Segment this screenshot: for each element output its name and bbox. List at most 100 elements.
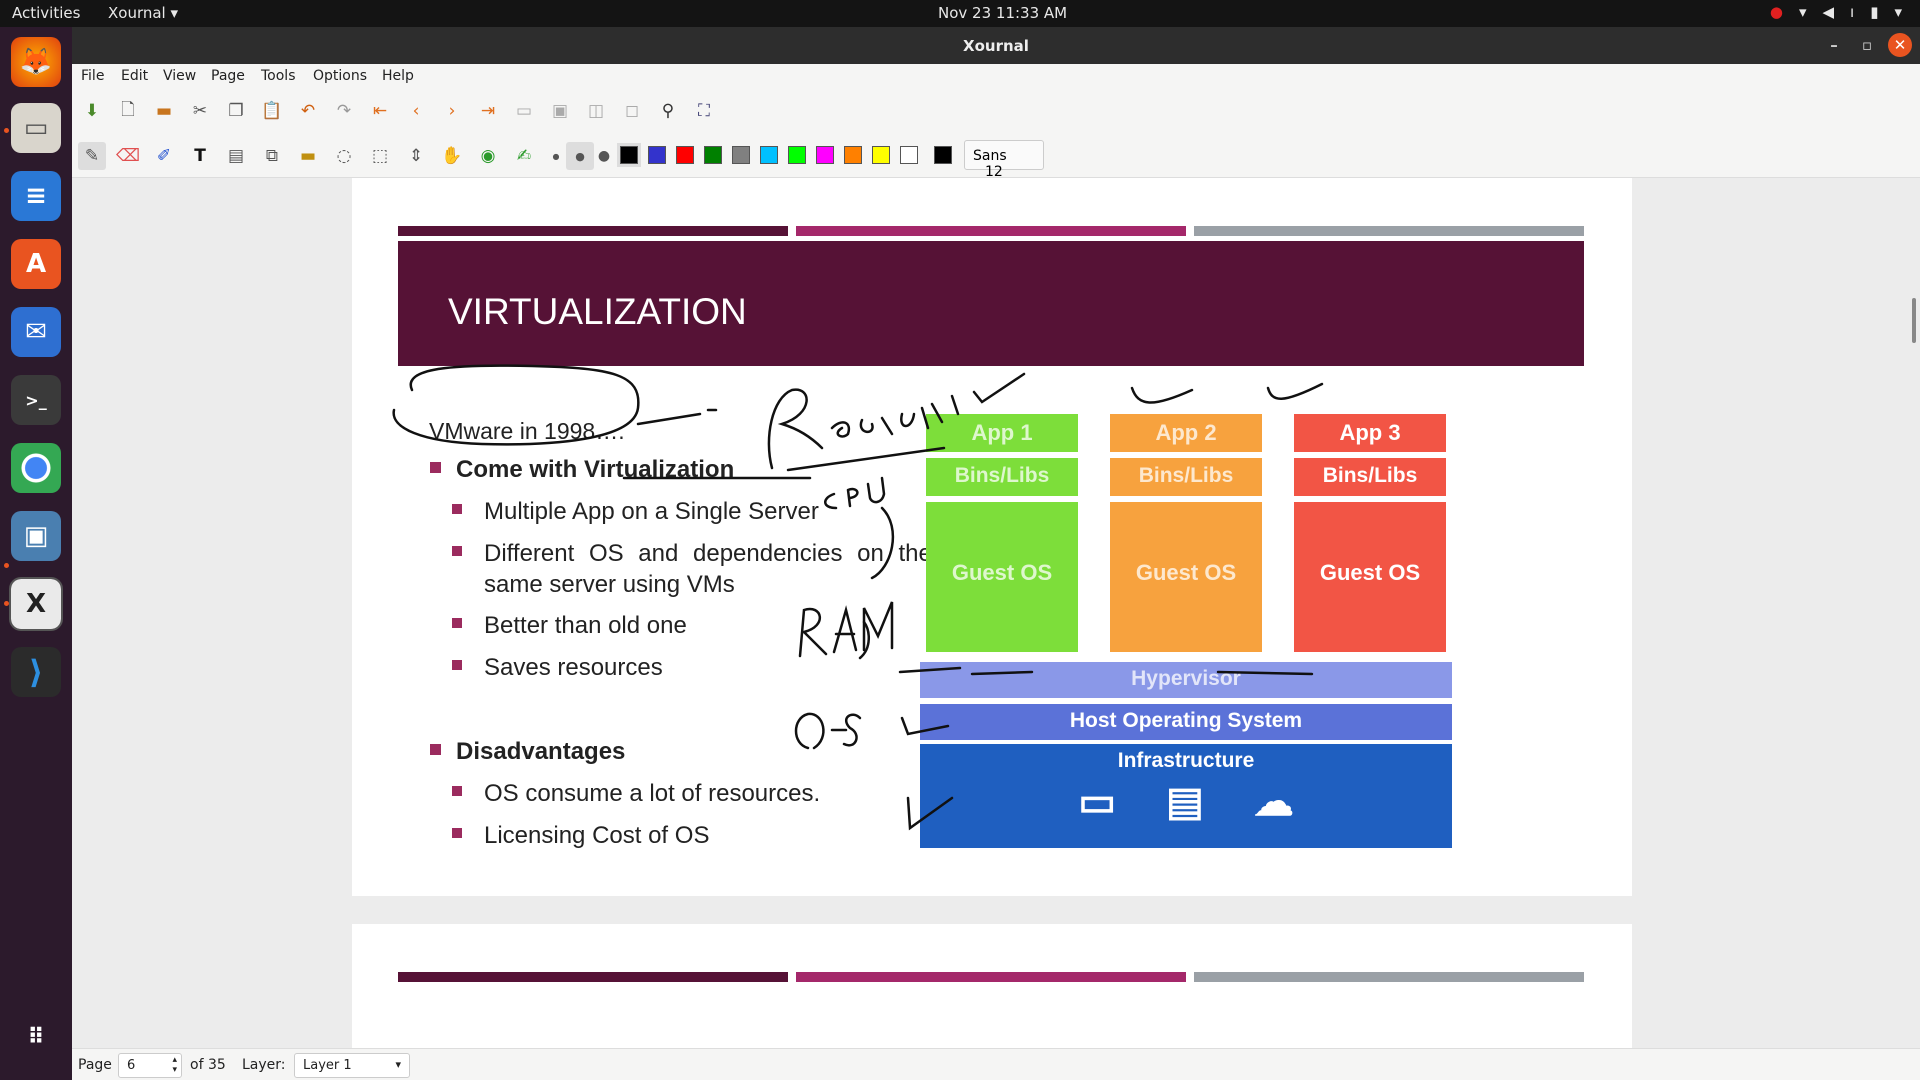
slide-title: VIRTUALIZATION	[448, 291, 747, 332]
color-red[interactable]	[676, 146, 694, 164]
close-icon[interactable]: ✕	[1888, 33, 1912, 57]
zoom-out-icon[interactable]: ▭	[515, 101, 533, 121]
ink-check-3	[1266, 382, 1324, 400]
cut-icon[interactable]: ✂	[192, 101, 208, 121]
xournal-icon[interactable]: X	[9, 577, 63, 631]
hand-tool-icon[interactable]: ✋	[441, 146, 463, 166]
new-document-icon[interactable]: 🗋	[121, 99, 135, 120]
app-menu[interactable]: Xournal ▾	[108, 4, 179, 22]
color-green[interactable]	[704, 146, 722, 164]
files-icon[interactable]: ▭	[11, 103, 61, 153]
color-orange[interactable]	[844, 146, 862, 164]
image-tool-icon[interactable]: ▤	[227, 146, 245, 166]
zoom-100-icon[interactable]: ◻	[624, 101, 640, 121]
system-tray[interactable]: ● ▾ ◀ ı ▮ ▾	[1770, 3, 1902, 21]
page[interactable]: VIRTUALIZATION VMware in 1998…. Come wit…	[352, 178, 1632, 896]
window-title: Xournal	[963, 37, 1029, 55]
menu-options[interactable]: Options	[313, 68, 368, 84]
menu-page[interactable]: Page	[211, 68, 245, 84]
save-icon[interactable]: ⬇	[84, 101, 100, 121]
menu-file[interactable]: File	[81, 68, 105, 84]
document-canvas[interactable]: VIRTUALIZATION VMware in 1998…. Come wit…	[72, 178, 1920, 1048]
color-black[interactable]	[617, 143, 641, 167]
bullet-icon	[430, 744, 441, 755]
terminal-icon[interactable]: >_	[11, 375, 61, 425]
default-tool-icon[interactable]: ◉	[480, 146, 496, 166]
previous-page-icon[interactable]: ‹	[412, 101, 420, 121]
default-pen-icon[interactable]: ✍	[516, 146, 532, 166]
highlighter-icon[interactable]: ✐	[156, 146, 172, 166]
pen-icon[interactable]: ✎	[78, 142, 106, 170]
undo-icon[interactable]: ↶	[300, 101, 316, 121]
paste-icon[interactable]: 📋	[261, 101, 283, 121]
ink-resources	[767, 388, 960, 470]
color-gray[interactable]	[732, 146, 750, 164]
text-tool-icon[interactable]: T	[194, 146, 206, 166]
thunderbird-icon[interactable]: ✉	[11, 307, 61, 357]
cloud-icon: ☁	[1253, 780, 1344, 824]
thin-line-icon[interactable]: ●	[552, 151, 560, 161]
chrome-icon[interactable]	[11, 443, 61, 493]
zoom-in-icon[interactable]: ◫	[587, 101, 605, 121]
fullscreen-icon[interactable]: ⛶	[698, 101, 710, 121]
color-yellow[interactable]	[872, 146, 890, 164]
maximize-icon[interactable]: ▫	[1861, 36, 1873, 54]
record-icon: ●	[1769, 3, 1783, 21]
menu-view[interactable]: View	[163, 68, 197, 84]
open-folder-icon[interactable]: ▬	[155, 101, 173, 121]
thick-line-icon[interactable]: ●	[597, 148, 611, 164]
color-magenta[interactable]	[816, 146, 834, 164]
color-blue[interactable]	[648, 146, 666, 164]
color-light-blue[interactable]	[760, 146, 778, 164]
firefox-icon[interactable]: 🦊	[11, 37, 61, 87]
last-page-icon[interactable]: ⇥	[480, 101, 496, 121]
search-icon[interactable]: ⚲	[661, 101, 675, 121]
writer-icon[interactable]: ≡	[11, 171, 61, 221]
ink-dash-1	[898, 666, 1034, 676]
layer-label: Layer:	[242, 1057, 286, 1073]
list-item: Licensing Cost of OS	[484, 822, 710, 849]
color-light-green[interactable]	[788, 146, 806, 164]
menu-tools[interactable]: Tools	[261, 68, 296, 84]
next-page-icon[interactable]: ›	[448, 101, 456, 121]
medium-line-icon[interactable]: ●	[566, 142, 594, 170]
shape-recognizer-icon[interactable]: ⧉	[265, 146, 279, 166]
spinner-icon: ▴▾	[172, 1055, 177, 1075]
vertical-scrollbar[interactable]	[1912, 298, 1916, 343]
bullet-icon	[452, 618, 462, 628]
menu-edit[interactable]: Edit	[121, 68, 149, 84]
copy-icon[interactable]: ❐	[228, 101, 244, 121]
infrastructure-label: Infrastructure	[1117, 749, 1255, 772]
zoom-fit-icon[interactable]: ▣	[551, 101, 569, 121]
ruler-icon[interactable]: ▬	[299, 146, 317, 166]
font-selector[interactable]: Sans 12	[964, 140, 1044, 180]
next-page[interactable]	[352, 924, 1632, 1048]
lasso-select-icon[interactable]: ◌	[336, 146, 352, 166]
vscode-icon[interactable]: ⟩	[11, 647, 61, 697]
header-bar	[1194, 972, 1584, 982]
color-white[interactable]	[900, 146, 918, 164]
battery-icon: ▮	[1870, 3, 1879, 21]
software-icon[interactable]: A	[11, 239, 61, 289]
screenshot-tool-icon[interactable]: ▣	[11, 511, 61, 561]
vertical-space-icon[interactable]: ⇕	[408, 146, 424, 166]
mic-icon: ı	[1850, 3, 1855, 21]
page-label: Page	[78, 1057, 112, 1073]
app-box-2: App 2	[1110, 414, 1262, 452]
color-custom[interactable]	[934, 146, 952, 164]
app-grid-icon[interactable]: ⠿	[27, 1024, 45, 1050]
page-number-field[interactable]: 6 ▴▾	[118, 1053, 182, 1078]
layer-select[interactable]: Layer 1 ▾	[294, 1053, 410, 1078]
redo-icon[interactable]: ↷	[336, 101, 352, 121]
clock[interactable]: Nov 23 11:33 AM	[938, 4, 1068, 22]
chevron-down-icon: ▾	[1894, 3, 1902, 21]
activities-button[interactable]: Activities	[12, 4, 81, 22]
minimize-icon[interactable]: –	[1830, 36, 1838, 54]
menu-bar: File Edit View Page Tools Options Help	[72, 64, 1920, 88]
guest-box-2: Guest OS	[1110, 502, 1262, 652]
window-titlebar: Xournal – ▫ ✕	[72, 27, 1920, 64]
menu-help[interactable]: Help	[382, 68, 414, 84]
first-page-icon[interactable]: ⇤	[372, 101, 388, 121]
eraser-icon[interactable]: ⌫	[115, 146, 141, 166]
rect-select-icon[interactable]: ⬚	[371, 146, 389, 166]
